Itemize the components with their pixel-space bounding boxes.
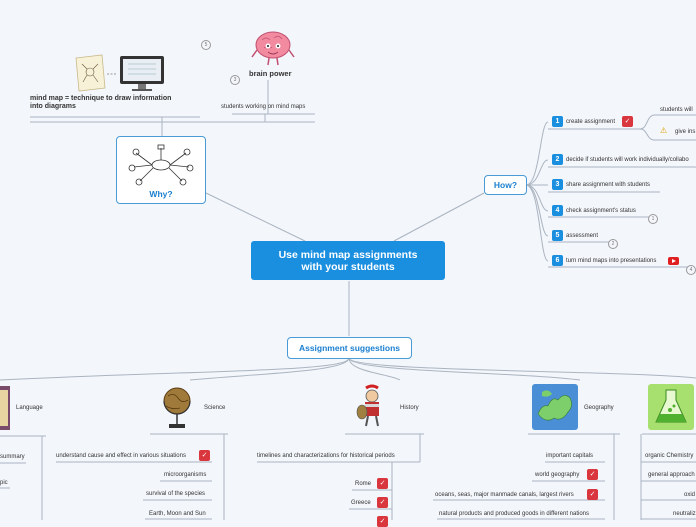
greece-bookmark-icon[interactable]: ✓ bbox=[377, 497, 388, 508]
roman-soldier-icon bbox=[356, 384, 379, 427]
mind-map-definition-line2: into diagrams bbox=[30, 103, 76, 110]
youtube-icon[interactable] bbox=[668, 257, 679, 265]
step-6-count[interactable]: 4 bbox=[686, 265, 696, 275]
step-5-count[interactable]: 2 bbox=[608, 239, 618, 249]
chemistry-item-oxid[interactable]: oxid bbox=[684, 492, 696, 498]
step-3-number: 3 bbox=[552, 179, 563, 190]
central-topic[interactable]: Use mind map assignments with your stude… bbox=[251, 241, 445, 280]
geography-label[interactable]: Geography bbox=[584, 405, 614, 411]
why-node[interactable]: Why? bbox=[116, 136, 206, 204]
brain-icon bbox=[251, 31, 295, 66]
step-1-number: 1 bbox=[552, 116, 563, 127]
language-item-pic[interactable]: pic bbox=[0, 480, 8, 486]
step-2-number: 2 bbox=[552, 154, 563, 165]
mind-map-illustration bbox=[128, 144, 194, 186]
step-decide-work-mode[interactable]: decide if students will work individuall… bbox=[566, 157, 689, 163]
book-icon bbox=[0, 386, 10, 430]
students-count[interactable]: 3 bbox=[230, 75, 240, 85]
world-geography-bookmark-icon[interactable]: ✓ bbox=[587, 469, 598, 480]
chemistry-item-neutraliz[interactable]: neutraliz bbox=[673, 511, 696, 517]
history-bookmark-icon[interactable]: ✓ bbox=[377, 516, 388, 527]
give-instructions-label[interactable]: give ins bbox=[675, 129, 696, 135]
science-label[interactable]: Science bbox=[204, 405, 226, 411]
step-5-number: 5 bbox=[552, 230, 563, 241]
central-topic-line2: with your students bbox=[301, 260, 395, 273]
step-assessment[interactable]: assessment bbox=[566, 233, 599, 239]
how-node[interactable]: How? bbox=[484, 175, 527, 195]
science-item-earth-moon-sun[interactable]: Earth, Moon and Sun bbox=[149, 511, 206, 517]
bookmark-icon[interactable]: ✓ bbox=[622, 116, 633, 127]
assignment-suggestions-node[interactable]: Assignment suggestions bbox=[287, 337, 412, 359]
central-topic-line1: Use mind map assignments bbox=[278, 248, 418, 261]
language-label[interactable]: Language bbox=[16, 405, 43, 411]
assignment-suggestions-label: Assignment suggestions bbox=[298, 343, 401, 353]
science-item-microorganisms[interactable]: microorganisms bbox=[164, 472, 207, 478]
paper-and-monitor-icon bbox=[75, 54, 164, 92]
history-item-timelines[interactable]: timelines and characterizations for hist… bbox=[257, 453, 395, 459]
chemistry-flask-icon bbox=[648, 384, 694, 430]
why-label: Why? bbox=[149, 189, 173, 199]
rome-bookmark-icon[interactable]: ✓ bbox=[377, 478, 388, 489]
brain-power-label[interactable]: brain power bbox=[249, 69, 292, 78]
mind-map-definition[interactable]: mind map = technique to draw information… bbox=[30, 95, 171, 111]
language-item-summary[interactable]: summary bbox=[0, 454, 25, 460]
science-item-cause-effect[interactable]: understand cause and effect in various s… bbox=[56, 453, 186, 459]
how-label: How? bbox=[493, 180, 518, 190]
step-create-assignment[interactable]: create assignment bbox=[566, 119, 616, 125]
chemistry-item-general[interactable]: general approach bbox=[648, 472, 695, 478]
students-will-label[interactable]: students will bbox=[660, 107, 693, 113]
step-4-number: 4 bbox=[552, 205, 563, 216]
history-label[interactable]: History bbox=[400, 405, 419, 411]
science-bookmark-icon[interactable]: ✓ bbox=[199, 450, 210, 461]
history-item-greece[interactable]: Greece bbox=[351, 500, 371, 506]
chemistry-item-organic[interactable]: organic Chemistry bbox=[645, 453, 694, 459]
warning-icon: ⚠ bbox=[660, 126, 668, 135]
geography-item-oceans[interactable]: oceans, seas, major manmade canals, larg… bbox=[435, 492, 574, 498]
globe-icon bbox=[163, 387, 191, 428]
geography-item-capitals[interactable]: important capitals bbox=[546, 453, 594, 459]
history-item-rome[interactable]: Rome bbox=[355, 481, 372, 487]
students-working-label[interactable]: students working on mind maps bbox=[221, 104, 306, 110]
step-4-count[interactable]: 1 bbox=[648, 214, 658, 224]
brain-power-count[interactable]: 5 bbox=[201, 40, 211, 50]
step-presentations[interactable]: turn mind maps into presentations bbox=[566, 258, 657, 264]
geography-item-world[interactable]: world geography bbox=[535, 472, 580, 478]
oceans-bookmark-icon[interactable]: ✓ bbox=[587, 489, 598, 500]
mind-map-definition-line1: mind map = technique to draw information bbox=[30, 95, 172, 102]
science-item-survival[interactable]: survival of the species bbox=[146, 491, 206, 497]
step-6-number: 6 bbox=[552, 255, 563, 266]
step-share-assignment[interactable]: share assignment with students bbox=[566, 182, 651, 188]
geography-item-products[interactable]: natural products and produced goods in d… bbox=[439, 511, 589, 517]
step-check-status[interactable]: check assignment's status bbox=[566, 208, 636, 214]
europe-map-icon bbox=[532, 384, 578, 430]
